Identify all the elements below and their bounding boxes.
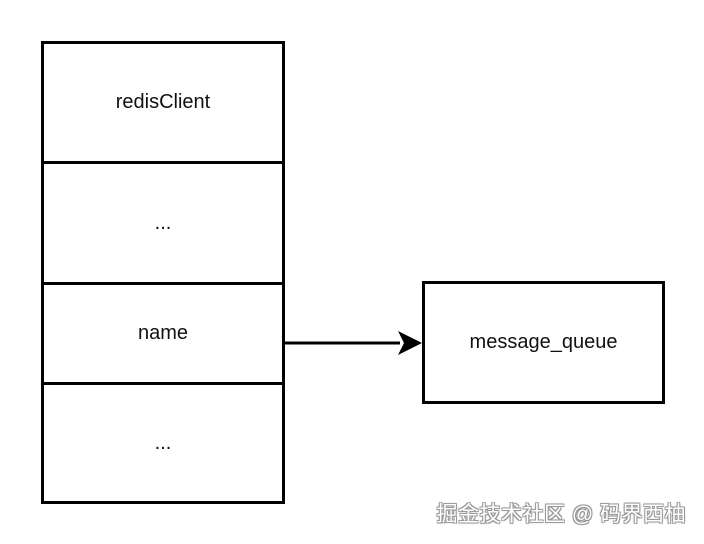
message-queue-box: message_queue [422, 281, 665, 404]
struct-cell-ellipsis-top: ... [41, 161, 285, 285]
arrow-head [398, 331, 422, 355]
struct-cell-ellipsis-bottom: ... [41, 382, 285, 504]
cell-label: ... [154, 211, 172, 234]
cell-label: name [137, 322, 189, 344]
message-queue-label: message_queue [469, 331, 618, 353]
struct-cell-name: name [41, 282, 285, 385]
cell-label: ... [154, 431, 172, 454]
watermark: 掘金技术社区 @ 码界西柚 [436, 503, 686, 526]
cell-label: redisClient [115, 91, 211, 113]
struct-cell-redisclient: redisClient [41, 41, 285, 164]
